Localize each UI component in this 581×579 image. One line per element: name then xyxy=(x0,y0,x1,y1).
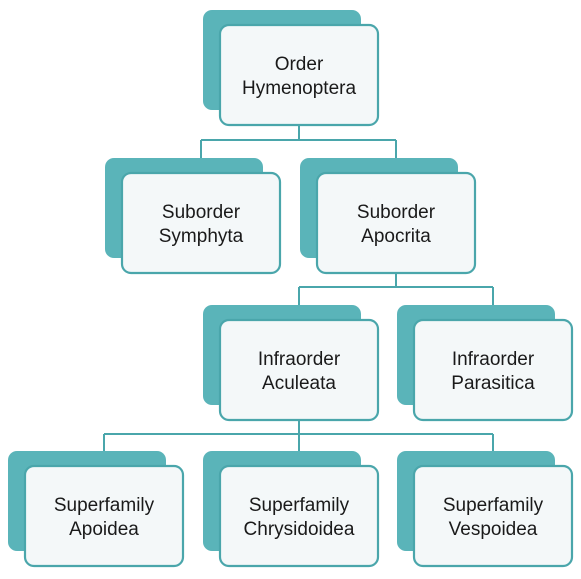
node-parasitica-box xyxy=(412,318,574,422)
node-symphyta-box xyxy=(120,171,282,275)
node-vespoidea-box xyxy=(412,464,574,568)
node-apocrita-box xyxy=(315,171,477,275)
node-apoidea-label-0: Superfamily xyxy=(54,495,155,516)
node-apoidea-label-1: Apoidea xyxy=(69,519,139,540)
node-hymenoptera-label-0: Order xyxy=(275,54,324,75)
node-vespoidea-label-1: Vespoidea xyxy=(449,519,538,540)
node-apocrita-label-0: Suborder xyxy=(357,202,436,223)
node-symphyta-label-1: Symphyta xyxy=(159,226,244,247)
node-parasitica-label-1: Parasitica xyxy=(451,373,535,394)
node-parasitica-label-0: Infraorder xyxy=(452,349,535,370)
node-apoidea-box xyxy=(23,464,185,568)
node-chrysidoidea-label-1: Chrysidoidea xyxy=(244,519,355,540)
node-chrysidoidea-box xyxy=(218,464,380,568)
node-aculeata-box xyxy=(218,318,380,422)
node-aculeata-label-1: Aculeata xyxy=(262,373,336,394)
node-symphyta-label-0: Suborder xyxy=(162,202,241,223)
nodes: OrderHymenopteraSuborderSymphytaSuborder… xyxy=(8,10,574,568)
connectors xyxy=(103,123,494,455)
node-apocrita-label-1: Apocrita xyxy=(361,226,431,247)
node-chrysidoidea-label-0: Superfamily xyxy=(249,495,350,516)
node-vespoidea-label-0: Superfamily xyxy=(443,495,544,516)
node-hymenoptera-label-1: Hymenoptera xyxy=(242,78,356,99)
node-hymenoptera-box xyxy=(218,23,380,127)
node-aculeata-label-0: Infraorder xyxy=(258,349,341,370)
